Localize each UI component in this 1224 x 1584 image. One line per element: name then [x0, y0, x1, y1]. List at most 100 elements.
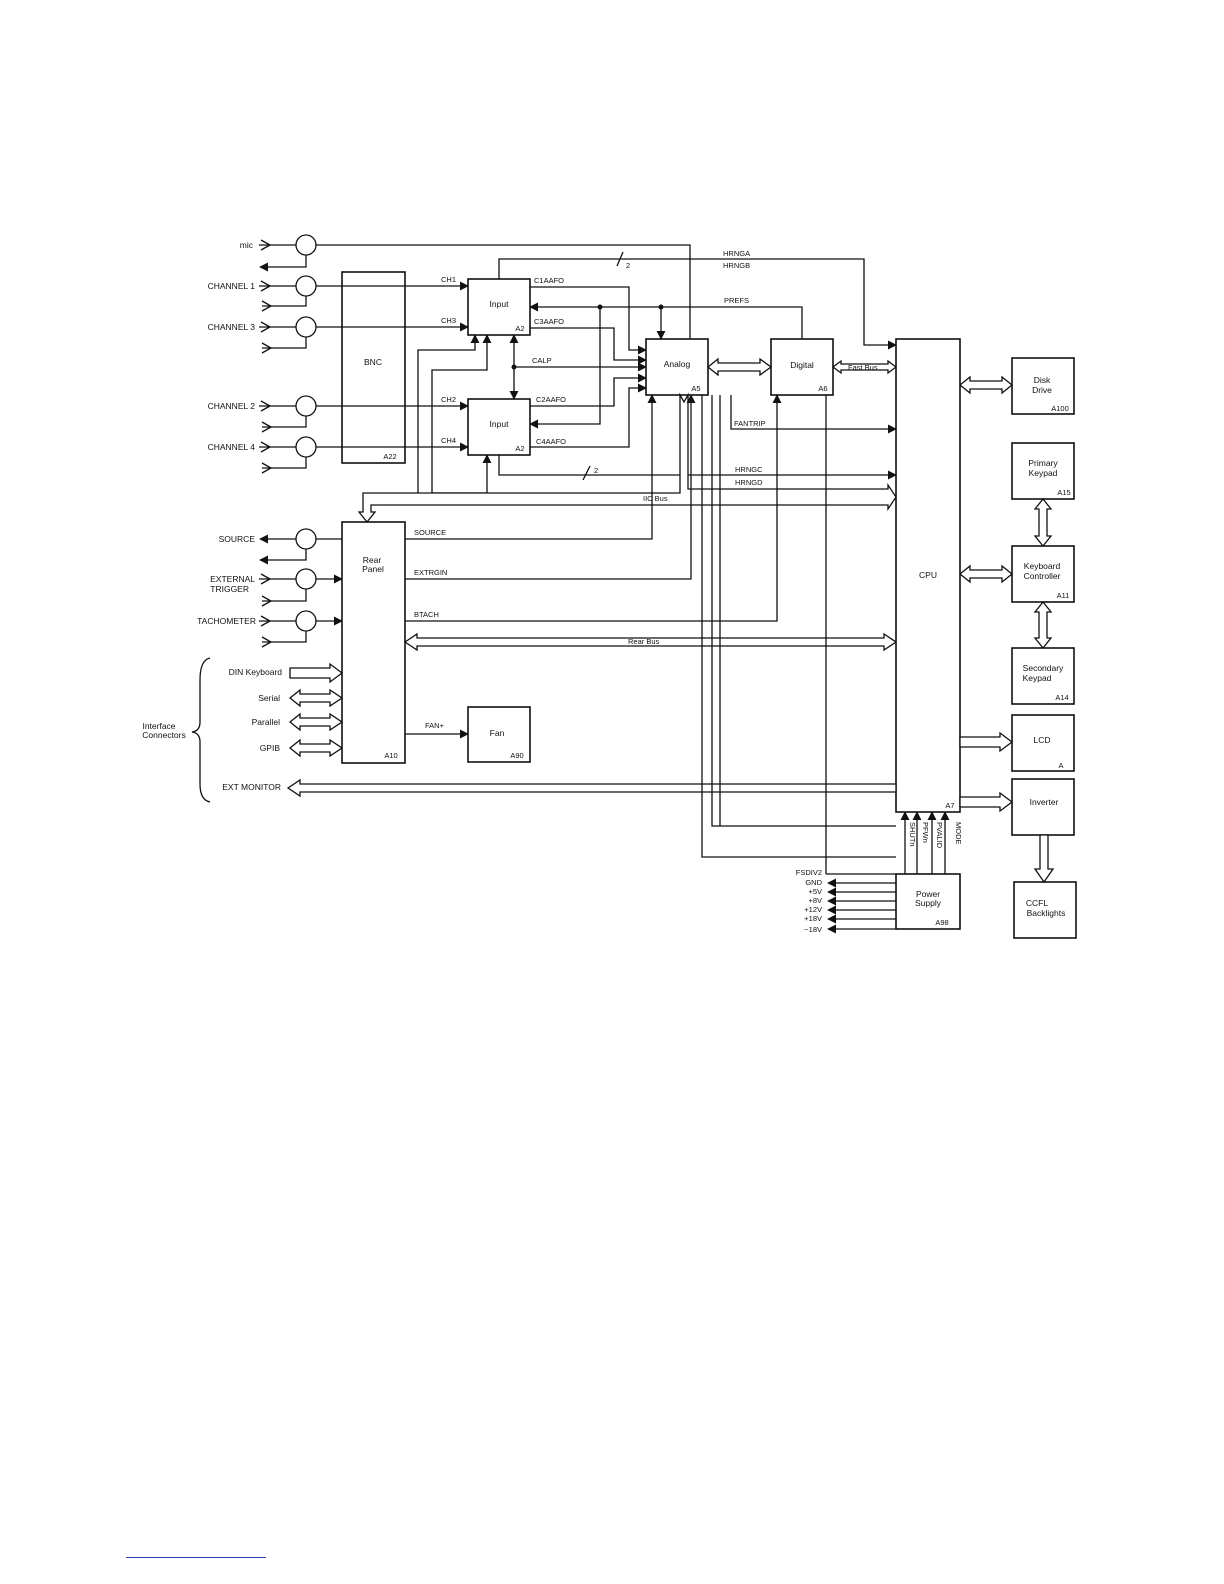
svg-text:A100: A100 — [1051, 404, 1069, 413]
power-supply-block: Power Supply A98 — [895, 873, 961, 930]
svg-text:EXTERNAL: EXTERNAL — [210, 574, 255, 584]
svg-text:+18V: +18V — [804, 914, 822, 923]
svg-text:−18V: −18V — [804, 925, 822, 934]
svg-text:A5: A5 — [691, 384, 700, 393]
svg-text:Rear: Rear — [363, 555, 382, 565]
svg-text:Secondary: Secondary — [1023, 663, 1064, 673]
svg-text:HRNGB: HRNGB — [723, 261, 750, 270]
svg-text:A14: A14 — [1055, 693, 1068, 702]
svg-text:Power: Power — [916, 889, 940, 899]
inverter-block: Inverter — [1011, 778, 1075, 836]
svg-text:Keyboard: Keyboard — [1024, 561, 1061, 571]
svg-text:mic: mic — [240, 240, 254, 250]
svg-text:C4AAFO: C4AAFO — [536, 437, 566, 446]
svg-text:A90: A90 — [510, 751, 523, 760]
svg-text:2: 2 — [626, 261, 630, 270]
svg-text:2: 2 — [594, 466, 598, 475]
svg-text:CHANNEL 2: CHANNEL 2 — [208, 401, 256, 411]
svg-text:GND: GND — [805, 878, 822, 887]
analog-block: Analog A5 — [645, 338, 709, 396]
ccfl-backlights-block: CCFL Backlights — [1013, 881, 1077, 939]
svg-text:A22: A22 — [383, 452, 396, 461]
svg-text:CHANNEL 3: CHANNEL 3 — [208, 322, 256, 332]
svg-text:CCFL: CCFL — [1026, 898, 1048, 908]
svg-text:A2: A2 — [515, 444, 524, 453]
svg-text:CPU: CPU — [919, 570, 937, 580]
svg-text:Panel: Panel — [362, 564, 384, 574]
svg-text:Rear Bus: Rear Bus — [628, 637, 660, 646]
svg-text:CH2: CH2 — [441, 395, 456, 404]
svg-text:Fan: Fan — [490, 728, 505, 738]
svg-text:Inverter: Inverter — [1030, 797, 1059, 807]
svg-text:+12V: +12V — [804, 905, 822, 914]
svg-text:HRNGC: HRNGC — [735, 465, 763, 474]
svg-text:TACHOMETER: TACHOMETER — [197, 616, 256, 626]
svg-text:CHANNEL 4: CHANNEL 4 — [208, 442, 256, 452]
svg-text:EXT MONITOR: EXT MONITOR — [222, 782, 281, 792]
svg-text:PVALID: PVALID — [935, 822, 944, 849]
svg-text:Supply: Supply — [915, 898, 942, 908]
lcd-block: LCD A — [1011, 714, 1075, 772]
secondary-keypad-block: Secondary Keypad A14 — [1011, 647, 1075, 705]
svg-text:CHANNEL 1: CHANNEL 1 — [208, 281, 256, 291]
svg-text:Analog: Analog — [664, 359, 691, 369]
svg-text:Drive: Drive — [1032, 385, 1052, 395]
svg-text:Controller: Controller — [1024, 571, 1061, 581]
svg-text:C1AAFO: C1AAFO — [534, 276, 564, 285]
svg-text:DIN Keyboard: DIN Keyboard — [229, 667, 283, 677]
svg-text:Backlights: Backlights — [1027, 908, 1066, 918]
svg-text:SOURCE: SOURCE — [219, 534, 256, 544]
svg-text:+8V: +8V — [808, 896, 822, 905]
svg-text:EXTRGIN: EXTRGIN — [414, 568, 447, 577]
svg-text:Connectors: Connectors — [142, 730, 185, 740]
digital-block: Digital A6 — [770, 338, 834, 396]
svg-text:PREFS: PREFS — [724, 296, 749, 305]
svg-text:CH1: CH1 — [441, 275, 456, 284]
svg-text:A: A — [1058, 761, 1063, 770]
svg-text:C2AAFO: C2AAFO — [536, 395, 566, 404]
svg-text:SOURCE: SOURCE — [414, 528, 446, 537]
rear-panel-block: Rear Panel A10 — [341, 521, 406, 764]
svg-text:HRNGA: HRNGA — [723, 249, 750, 258]
svg-text:Primary: Primary — [1028, 458, 1058, 468]
bnc-block: BNC A22 — [341, 271, 406, 464]
svg-text:Keypad: Keypad — [1029, 468, 1058, 478]
cpu-peripheral-buses — [958, 375, 1055, 884]
svg-text:+5V: +5V — [808, 887, 822, 896]
svg-text:Parallel: Parallel — [252, 717, 280, 727]
svg-text:BNC: BNC — [364, 357, 382, 367]
svg-text:GPIB: GPIB — [260, 743, 281, 753]
cpu-block: CPU A7 — [895, 338, 961, 813]
svg-text:Digital: Digital — [790, 360, 814, 370]
svg-text:Input: Input — [490, 419, 510, 429]
footer-link-underline — [126, 1557, 266, 1558]
svg-text:A11: A11 — [1057, 591, 1070, 600]
power-supply-outputs: FSDIV2 GND +5V +8V +12V +18V −18V — [796, 868, 896, 934]
svg-text:IIC Bus: IIC Bus — [643, 494, 668, 503]
svg-text:A10: A10 — [384, 751, 397, 760]
svg-text:C3AAFO: C3AAFO — [534, 317, 564, 326]
svg-text:PFWn: PFWn — [921, 822, 930, 843]
svg-text:A15: A15 — [1057, 488, 1070, 497]
svg-text:Keypad: Keypad — [1023, 673, 1052, 683]
svg-text:BTACH: BTACH — [414, 610, 439, 619]
keyboard-controller-block: Keyboard Controller A11 — [1011, 545, 1075, 603]
input-block-bottom: Input A2 — [467, 398, 531, 456]
svg-text:HRNGD: HRNGD — [735, 478, 763, 487]
svg-text:A7: A7 — [945, 801, 954, 810]
svg-text:Serial: Serial — [258, 693, 280, 703]
svg-text:Disk: Disk — [1034, 375, 1051, 385]
front-connectors: mic CHANNEL 1 CHANNEL 3 CHANNEL 2 CHANNE… — [197, 234, 691, 648]
svg-text:Input: Input — [490, 299, 510, 309]
svg-text:A6: A6 — [818, 384, 827, 393]
svg-text:A98: A98 — [935, 918, 948, 927]
svg-text:CH4: CH4 — [441, 436, 456, 445]
svg-text:LCD: LCD — [1033, 735, 1050, 745]
svg-text:MODE: MODE — [954, 822, 963, 845]
primary-keypad-block: Primary Keypad A15 — [1011, 442, 1075, 500]
svg-text:CH3: CH3 — [441, 316, 456, 325]
interface-connectors: Interface Connectors DIN Keyboard Serial… — [142, 657, 897, 803]
svg-text:SHUTn: SHUTn — [908, 822, 917, 847]
svg-text:Fast Bus: Fast Bus — [848, 363, 878, 372]
